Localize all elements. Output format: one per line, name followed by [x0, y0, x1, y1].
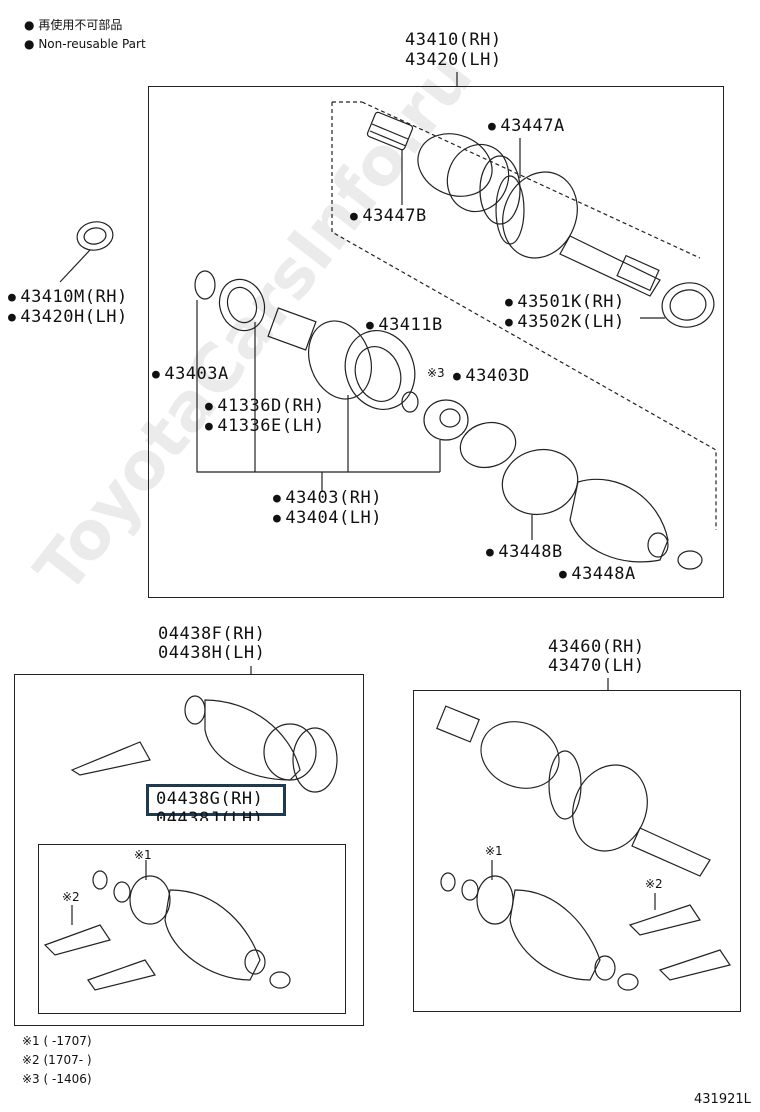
- top-assembly-box: [148, 86, 724, 598]
- diagram-id: 431921L: [694, 1092, 751, 1107]
- kit-left-lh[interactable]: 04438H(LH): [158, 643, 266, 663]
- label-43447B-text: 43447B: [362, 206, 427, 226]
- mark-1-left: ※1: [134, 848, 152, 862]
- label-43447A-text: 43447A: [500, 116, 565, 136]
- right-assembly-rh[interactable]: 43460(RH): [548, 637, 645, 657]
- boot-part[interactable]: [569, 478, 703, 570]
- label-43448B[interactable]: 43448B: [486, 542, 563, 564]
- label-43420H[interactable]: 43420H(LH): [8, 307, 128, 329]
- label-43448B-text: 43448B: [498, 542, 563, 562]
- label-43448A-text: 43448A: [571, 564, 636, 584]
- mark-2-right: ※2: [645, 877, 663, 891]
- snap-ring-small-part[interactable]: [401, 391, 419, 413]
- drive-shaft-upper[interactable]: [366, 111, 661, 297]
- label-43403A-text: 43403A: [164, 364, 229, 384]
- boot-kit-right[interactable]: [440, 872, 731, 991]
- label-43403[interactable]: 43403(RH): [273, 488, 382, 510]
- label-41336E-text: 41336E(LH): [217, 416, 325, 436]
- label-43448A[interactable]: 43448A: [559, 564, 636, 586]
- kit-inner-box: [38, 844, 346, 1014]
- tripod-part[interactable]: [423, 399, 469, 441]
- legend-jp: ● 再使用不可部品: [24, 16, 122, 33]
- top-assembly-lh[interactable]: 43420(LH): [405, 50, 502, 70]
- legend-en-text: Non-reusable Part: [38, 37, 146, 51]
- label-43502K-text: 43502K(LH): [517, 312, 625, 332]
- label-43404-text: 43404(LH): [285, 508, 382, 528]
- snap-ring-part[interactable]: [194, 270, 216, 300]
- legend-jp-text: 再使用不可部品: [38, 18, 123, 32]
- oil-seal-part[interactable]: [212, 273, 271, 337]
- clamp-b-part[interactable]: [495, 441, 585, 522]
- label-43403D[interactable]: 43403D: [453, 366, 530, 388]
- mark-2-left: ※2: [62, 890, 80, 904]
- ring-part[interactable]: [455, 417, 520, 474]
- kit-left-box: [14, 674, 364, 1026]
- bullet-icon: ●: [24, 18, 35, 32]
- right-assembly-lh[interactable]: 43470(LH): [548, 656, 645, 676]
- label-43411B[interactable]: 43411B: [366, 315, 443, 337]
- label-43502K[interactable]: 43502K(LH): [505, 312, 625, 334]
- outboard-joint-part[interactable]: [267, 307, 426, 419]
- dust-seal-part[interactable]: [640, 279, 717, 331]
- footnote-3: ※3 ( -1406): [22, 1072, 92, 1086]
- dust-cover-part[interactable]: [59, 219, 115, 283]
- kit-inner-rh[interactable]: 04438G(RH): [156, 789, 264, 809]
- kit-inner-lh[interactable]: 04438J(LH): [156, 809, 264, 829]
- label-41336D[interactable]: 41336D(RH): [205, 396, 325, 418]
- drive-shaft-right[interactable]: [436, 705, 711, 877]
- label-43403D-text: 43403D: [465, 366, 530, 386]
- bullet-icon: ●: [24, 37, 35, 51]
- label-43447B[interactable]: 43447B: [350, 206, 427, 228]
- label-43410M[interactable]: 43410M(RH): [8, 287, 128, 309]
- label-43411B-text: 43411B: [378, 315, 443, 335]
- label-41336D-text: 41336D(RH): [217, 396, 325, 416]
- footnote-2: ※2 (1707- ): [22, 1053, 92, 1067]
- boot-kit-left[interactable]: [70, 695, 338, 793]
- label-43501K[interactable]: 43501K(RH): [505, 292, 625, 314]
- label-43420H-text: 43420H(LH): [20, 307, 128, 327]
- legend-en: ● Non-reusable Part: [24, 37, 146, 51]
- label-43403A[interactable]: 43403A: [152, 364, 229, 386]
- highlight-box: [146, 784, 286, 816]
- kit-left-rh[interactable]: 04438F(RH): [158, 624, 266, 644]
- label-43404[interactable]: 43404(LH): [273, 508, 382, 530]
- label-43501K-text: 43501K(RH): [517, 292, 625, 312]
- label-43447A[interactable]: 43447A: [488, 116, 565, 138]
- boot-kit-inner[interactable]: [43, 870, 291, 991]
- top-assembly-rh[interactable]: 43410(RH): [405, 30, 502, 50]
- label-43410M-text: 43410M(RH): [20, 287, 128, 307]
- label-43403-text: 43403(RH): [285, 488, 382, 508]
- right-assembly-box: [413, 690, 741, 1012]
- footnote-1: ※1 ( -1707): [22, 1034, 92, 1048]
- label-41336E[interactable]: 41336E(LH): [205, 416, 325, 438]
- mark-3: ※3: [427, 366, 445, 380]
- mark-1-right: ※1: [485, 844, 503, 858]
